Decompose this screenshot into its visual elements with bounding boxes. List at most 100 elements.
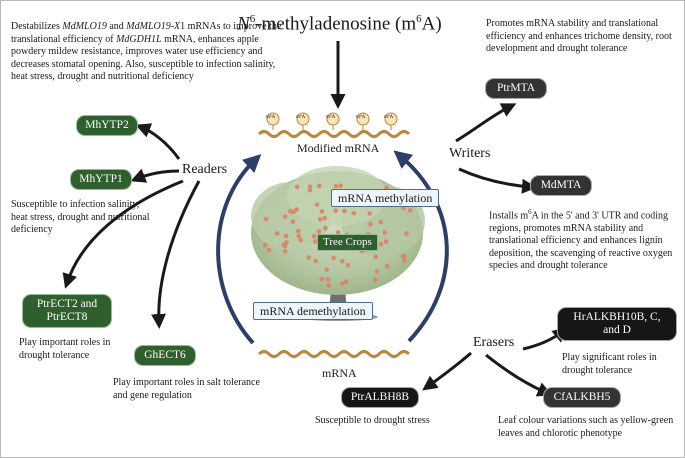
fruit-dot bbox=[335, 230, 341, 235]
fruit-dot bbox=[340, 281, 345, 286]
readers-header: Readers bbox=[182, 162, 228, 177]
demethylation-arc bbox=[393, 150, 449, 343]
title-sup2: 6 bbox=[416, 13, 422, 25]
fruit-dot bbox=[351, 210, 357, 216]
fruit-dot bbox=[385, 264, 390, 269]
fruit-dot bbox=[319, 277, 325, 282]
mdmta-badge: MdMTA bbox=[530, 175, 592, 196]
mhytp1-badge: MhYTP1 bbox=[70, 169, 132, 190]
arrow-readers-ghect6 bbox=[151, 180, 201, 329]
fruit-dot bbox=[378, 219, 384, 225]
tree-fruits bbox=[262, 183, 413, 288]
modified-mrna-label: Modified mRNA bbox=[297, 141, 380, 155]
arrow-writers-ptrmta bbox=[455, 103, 517, 143]
fruit-dot bbox=[307, 184, 313, 190]
fruit-dot bbox=[282, 243, 288, 249]
arrow-erasers-cfalkbh5 bbox=[485, 353, 553, 397]
fruit-dot bbox=[402, 258, 407, 264]
arrow-readers-ptrect bbox=[62, 179, 184, 289]
m6a-label-1: m⁶A bbox=[266, 115, 276, 120]
mrna-demethylation-label: mRNA demethylation bbox=[253, 302, 373, 320]
hralkbh-badge: HrALKBH10B, C, and D bbox=[557, 307, 677, 341]
ghect6-description: Play important roles in salt tolerance a… bbox=[113, 377, 260, 401]
fruit-dot bbox=[294, 184, 300, 190]
m6a-label-5: m⁶A bbox=[384, 115, 394, 120]
fruit-dot bbox=[313, 239, 318, 244]
m6a-label-4: m⁶A bbox=[356, 115, 366, 120]
fruit-dot bbox=[333, 183, 339, 189]
fruit-dot bbox=[373, 254, 379, 259]
cfalkbh5-badge: CfALKBH5 bbox=[543, 387, 621, 408]
fruit-dot bbox=[262, 242, 268, 248]
fruit-dot bbox=[295, 228, 301, 234]
mhytp1-description: Susceptible to infection salinity, heat … bbox=[11, 199, 150, 235]
fruit-dot bbox=[290, 219, 296, 224]
writers-header: Writers bbox=[449, 146, 491, 161]
fruit-dot bbox=[314, 202, 320, 208]
fruit-dot bbox=[318, 217, 323, 222]
fruit-dot bbox=[298, 237, 303, 243]
fruit-dot bbox=[340, 258, 345, 264]
fruit-dot bbox=[294, 207, 299, 212]
modified-mrna-wave bbox=[257, 130, 411, 138]
fruit-dot bbox=[282, 214, 288, 219]
mdmta-description: Installs m6A in the 5' and 3' UTR and co… bbox=[489, 208, 673, 272]
fruit-dot bbox=[307, 187, 313, 193]
fruit-dot bbox=[326, 283, 332, 288]
fruit-dot bbox=[288, 208, 293, 214]
fruit-dot bbox=[311, 233, 317, 239]
m6a-label-2: m⁶A bbox=[296, 115, 306, 120]
title-sup: 6 bbox=[249, 13, 256, 25]
fruit-dot bbox=[284, 240, 289, 245]
fruit-dot bbox=[283, 233, 289, 239]
fruit-dot bbox=[345, 263, 351, 268]
mrna-wave bbox=[257, 350, 411, 358]
m6a-marks bbox=[266, 112, 398, 130]
fruit-dot bbox=[274, 231, 280, 236]
arrow-writers-mdmta bbox=[458, 167, 537, 194]
fruit-dot bbox=[338, 183, 343, 189]
fruit-dot bbox=[316, 183, 322, 189]
erasers-header: Erasers bbox=[473, 335, 515, 350]
fruit-dot bbox=[372, 277, 378, 283]
fruit-dot bbox=[378, 241, 384, 247]
fruit-dot bbox=[325, 277, 331, 282]
fruit-dot bbox=[342, 208, 347, 214]
fruit-dot bbox=[343, 279, 349, 284]
ptrmta-description: Promotes mRNA stability and translationa… bbox=[486, 18, 672, 54]
title-rest: -methyladenosine (m bbox=[255, 13, 417, 35]
fruit-dot bbox=[319, 209, 325, 214]
mhytp2-badge: MhYTP2 bbox=[76, 115, 138, 136]
ptralbh8b-description: Susceptible to drought stress bbox=[315, 415, 430, 426]
fruit-dot bbox=[382, 230, 388, 235]
hralkbh-description: Play significant roles in drought tolera… bbox=[562, 352, 657, 376]
fruit-dot bbox=[306, 255, 312, 260]
ptrect-description: Play important roles in drought toleranc… bbox=[19, 337, 111, 361]
fruit-dot bbox=[316, 229, 322, 234]
fruit-dot bbox=[324, 267, 330, 272]
mhytp2-description: Destabilizes MdMLO19 and MdMLO19-X1 mRNA… bbox=[11, 21, 282, 82]
fruit-dot bbox=[313, 258, 319, 264]
ptrect-badge: PtrECT2 and PtrECT8 bbox=[22, 294, 112, 328]
fruit-dot bbox=[404, 231, 409, 236]
title-end: A) bbox=[421, 13, 442, 35]
fruit-dot bbox=[368, 222, 373, 227]
fruit-dot bbox=[367, 211, 373, 216]
fruit-dot bbox=[323, 225, 328, 231]
mrna-label: mRNA bbox=[322, 366, 357, 380]
ghect6-badge: GhECT6 bbox=[134, 345, 196, 366]
fruit-dot bbox=[296, 233, 302, 239]
mrna-methylation-label: mRNA methylation bbox=[331, 189, 440, 207]
fruit-dot bbox=[331, 255, 336, 261]
fruit-dot bbox=[263, 216, 269, 222]
methylation-arc bbox=[216, 154, 262, 345]
fruit-dot bbox=[407, 208, 413, 213]
tree-crops-label: Tree Crops bbox=[317, 234, 378, 251]
arrow-readers-mhytp1 bbox=[130, 168, 180, 183]
ptrmta-badge: PtrMTA bbox=[485, 78, 547, 99]
fruit-dot bbox=[333, 208, 339, 213]
fruit-dot bbox=[374, 269, 380, 274]
ptralbh8b-badge: PtrALBH8B bbox=[341, 387, 419, 408]
fruit-dot bbox=[282, 248, 288, 254]
